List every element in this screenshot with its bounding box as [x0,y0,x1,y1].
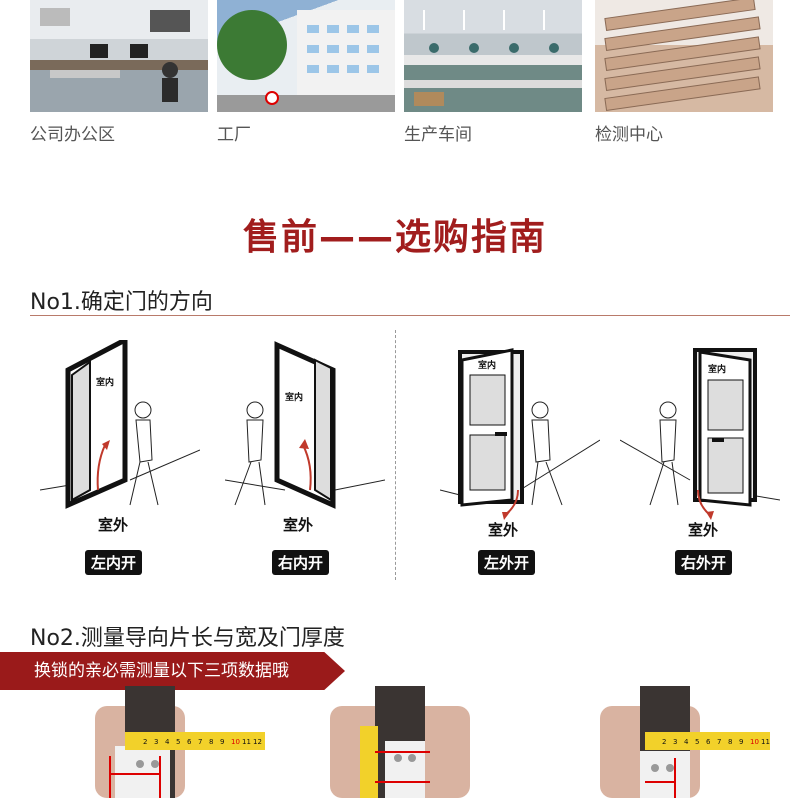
ruler-number: 6 [187,738,192,746]
testing-photo [595,0,773,112]
indoor-label: 室内 [285,391,303,403]
ruler-number: 8 [728,738,732,746]
outdoor-label: 室外 [283,516,313,534]
section-rule [30,315,790,316]
door-label-left-outward: 左外开 [478,550,536,575]
measure-banner: 换锁的亲必需测量以下三项数据哦 [0,652,345,690]
section-title-no2: No2.测量导向片长与宽及门厚度 [30,626,345,651]
ruler-number: 2 [143,738,147,746]
door-label-right-inward: 右内开 [272,550,330,575]
measure-width-image [330,686,470,798]
door-diagram-right-outward: 室内 室外 [620,348,780,539]
diagram-divider [395,330,396,580]
ruler-number: 2 [662,738,666,746]
ruler-number: 8 [209,738,213,746]
section-title-no1: No1.确定门的方向 [30,290,213,315]
outdoor-label: 室外 [488,521,518,539]
ruler-number: 7 [717,738,721,746]
office-photo [30,0,208,112]
ruler-number: 5 [176,738,180,746]
office-caption: 公司办公区 [30,125,115,145]
main-heading: 售前——选购指南 [242,217,547,258]
ruler-number: 4 [684,738,689,746]
factory-caption: 工厂 [217,125,251,145]
testing-caption: 检测中心 [595,125,663,145]
ruler-number: 6 [706,738,711,746]
indoor-label: 室内 [708,363,726,375]
door-diagram-left-inward: 室内 室外 [40,340,200,534]
ruler-number: 11 [761,738,770,746]
ruler-number: 10 [750,738,759,746]
indoor-label: 室内 [478,359,496,371]
door-label-left-inward: 左内开 [85,550,143,575]
door-diagram-right-inward: 室内 室外 [225,341,385,534]
ruler-number: 3 [673,738,677,746]
ruler-number: 10 [231,738,240,746]
door-label-right-outward: 右外开 [675,550,733,575]
production-caption: 生产车间 [404,125,472,145]
ruler-number: 9 [739,738,743,746]
ruler-number: 9 [220,738,224,746]
door-diagram-left-outward: 室内 室外 [440,348,600,539]
ruler-number: 3 [154,738,158,746]
ruler-number: 12 [253,738,262,746]
indoor-label: 室内 [96,376,114,388]
outdoor-label: 室外 [688,521,718,539]
ruler-number: 11 [242,738,251,746]
production-photo [404,0,582,112]
ruler-number: 5 [695,738,699,746]
outdoor-label: 室外 [98,516,128,534]
factory-photo [217,0,395,112]
ruler-number: 4 [165,738,170,746]
ruler-number: 7 [198,738,202,746]
